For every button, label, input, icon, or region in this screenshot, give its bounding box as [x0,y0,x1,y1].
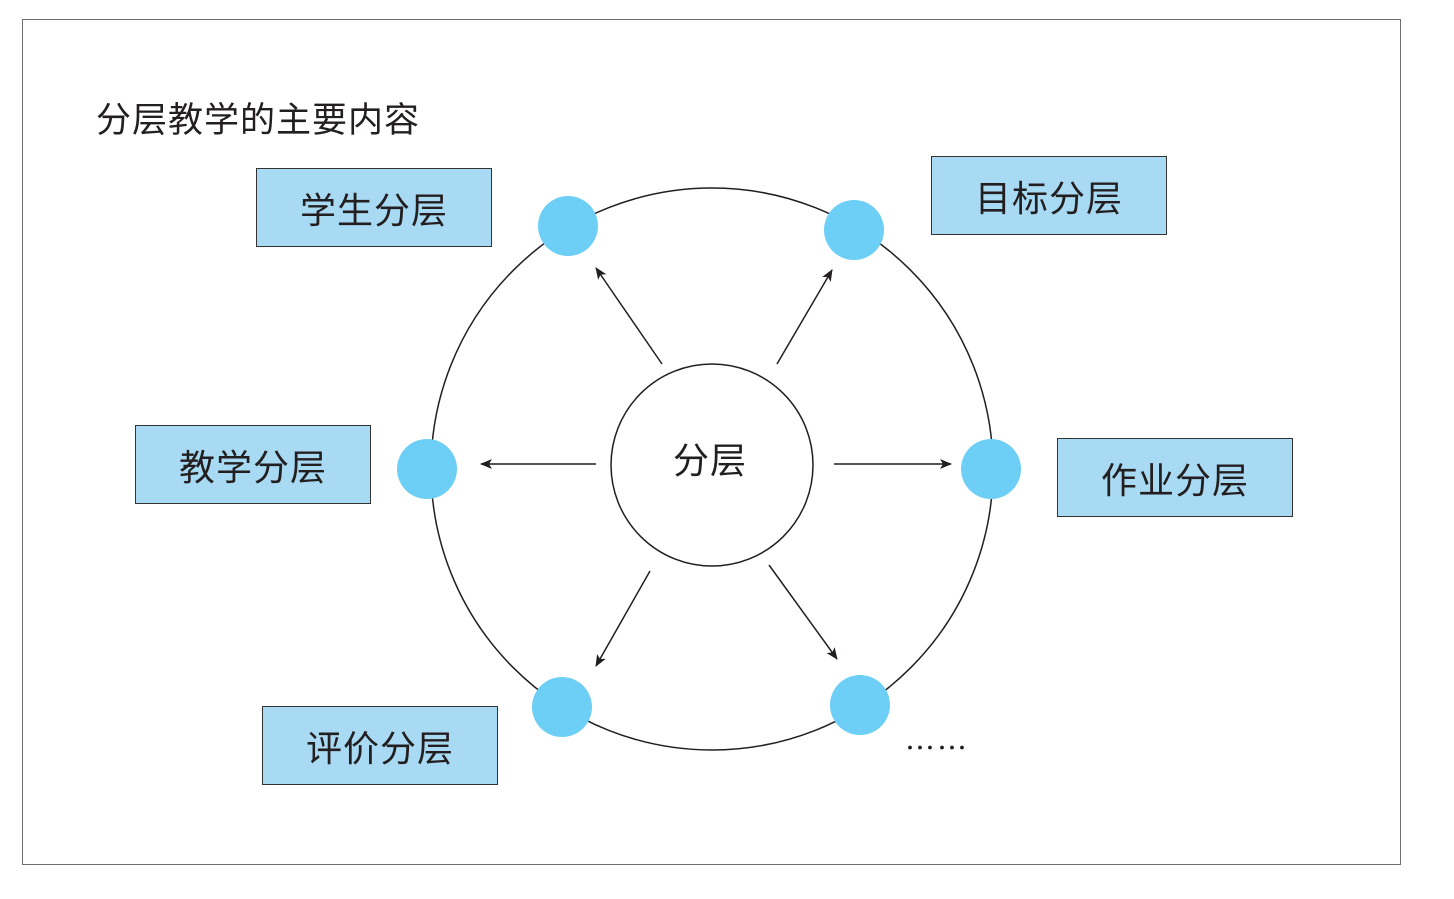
box-homework-layering: 作业分层 [1057,438,1293,517]
arrow-to-evaluation [595,570,651,667]
node-more [830,675,890,735]
more-ellipsis: …… [905,722,969,757]
node-homework [961,439,1021,499]
node-student [538,196,598,256]
node-goal [824,200,884,260]
diagram-title: 分层教学的主要内容 [96,101,421,141]
box-student-layering: 学生分层 [256,168,492,247]
node-evaluation [532,677,592,737]
arrow-to-more [768,564,838,660]
box-teaching-layering: 教学分层 [135,425,371,504]
center-label: 分层 [672,441,747,482]
center-circle [610,363,814,567]
diagram-frame [22,19,1401,865]
box-goal-layering: 目标分层 [931,156,1167,235]
node-teaching [397,439,457,499]
box-evaluation-layering: 评价分层 [262,706,498,785]
arrow-to-goal [776,269,833,365]
arrow-to-student [595,267,663,365]
